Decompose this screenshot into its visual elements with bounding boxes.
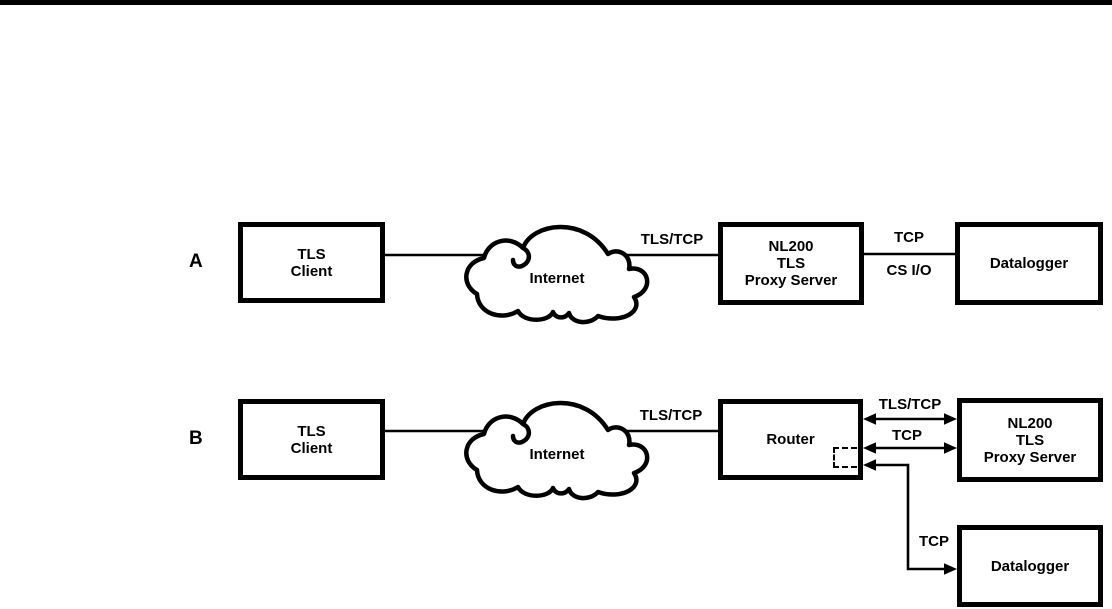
box-text-line: Client [290,439,333,457]
box-text-line: TLS [297,245,326,263]
top-divider-bar [0,0,1112,5]
box-text-line: Datalogger [989,255,1069,272]
tls-client-box-a: TLS Client [238,222,385,303]
arrow-b-router-proxy-tls-tcp [863,413,957,425]
label-a-tls-tcp: TLS/TCP [640,231,704,248]
box-text-line: Proxy Server [744,272,838,289]
arrowhead-left [863,442,876,454]
router-box: Router [718,399,863,480]
arrowhead-right [944,442,957,454]
arrow-b-router-proxy-tcp [863,442,957,454]
internet-cloud-a: Internet [462,221,652,327]
cloud-shape [464,400,650,501]
label-b-tls-tcp-left: TLS/TCP [639,407,703,424]
arrow-b-router-datalogger [863,459,957,575]
box-text-line: Datalogger [990,557,1070,575]
internet-label-b: Internet [529,445,585,463]
box-text-line: TLS [1015,431,1045,449]
label-b-datalogger-tcp: TCP [919,533,949,550]
router-port-dashed-outline [833,447,857,468]
cloud-shape [464,224,650,325]
box-text-line: NL200 [1007,414,1053,432]
box-text-line: TLS [776,255,806,272]
tls-client-box-b: TLS Client [238,399,385,480]
label-a-tcp: TCP [894,229,924,246]
arrowhead-left [863,413,876,425]
nl200-proxy-server-box-b: NL200 TLS Proxy Server [957,398,1103,482]
arrowhead-right [944,413,957,425]
arrowhead-into-router [863,459,876,471]
datalogger-box-b: Datalogger [957,525,1103,607]
internet-label-a: Internet [529,269,585,287]
box-text-line: Client [290,262,333,280]
nl200-proxy-server-box-a: NL200 TLS Proxy Server [718,222,864,305]
row-a-letter: A [189,251,203,272]
label-b-arrow-tcp: TCP [892,427,922,444]
arrowhead-into-datalogger [944,563,957,575]
box-text-line: Router [766,431,815,448]
label-b-arrow-tls-tcp: TLS/TCP [878,396,942,413]
internet-cloud-b: Internet [462,397,652,503]
box-text-line: NL200 [768,238,814,255]
box-text-line: TLS [297,422,326,440]
datalogger-box-a: Datalogger [955,222,1103,305]
box-text-line: Proxy Server [983,448,1077,466]
label-a-cs-io: CS I/O [886,262,932,279]
arrow-shaft [874,463,946,571]
row-b-letter: B [189,428,203,449]
